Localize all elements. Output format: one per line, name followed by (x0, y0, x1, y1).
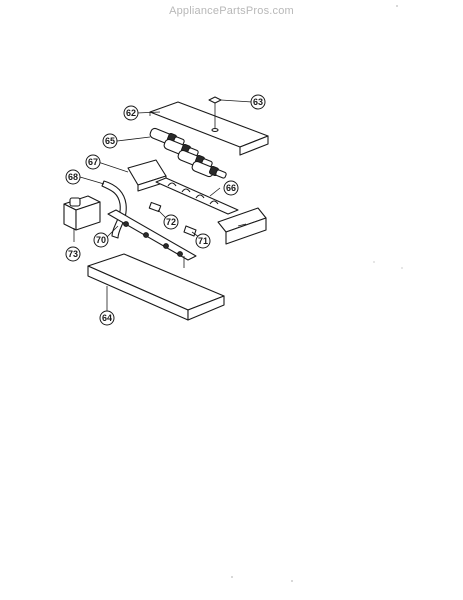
svg-text:71: 71 (198, 236, 208, 246)
svg-text:72: 72 (166, 217, 176, 227)
callout-72: 72 (163, 214, 179, 230)
part-67-panel-plate (127, 159, 167, 192)
svg-text:70: 70 (96, 235, 106, 245)
callout-65: 65 (102, 133, 118, 149)
watermark-text: AppliancePartsPros.com (169, 5, 294, 17)
part-68-gas-tube (101, 180, 127, 239)
svg-text:62: 62 (126, 108, 136, 118)
part-64-base-tray (87, 253, 225, 321)
callout-67: 67 (85, 154, 101, 170)
svg-text:73: 73 (68, 249, 78, 259)
part-66-burner-bracket (155, 177, 239, 215)
svg-text:64: 64 (102, 313, 112, 323)
callout-73: 73 (65, 246, 81, 262)
part-73-regulator (63, 195, 101, 231)
callout-64: 64 (99, 310, 115, 326)
svg-text:65: 65 (105, 136, 115, 146)
callout-62: 62 (123, 105, 139, 121)
callout-71: 71 (195, 233, 211, 249)
part-70-manifold-bar (107, 201, 197, 268)
scan-specks (231, 5, 403, 582)
svg-text:68: 68 (68, 172, 78, 182)
svg-text:63: 63 (253, 97, 263, 107)
callout-68: 68 (65, 169, 81, 185)
callout-63: 63 (250, 94, 266, 110)
part-side-panel (217, 207, 267, 245)
part-62-rear-rail (149, 101, 269, 156)
svg-text:66: 66 (226, 183, 236, 193)
part-65-valves (149, 127, 227, 179)
svg-text:67: 67 (88, 157, 98, 167)
callout-70: 70 (93, 232, 109, 248)
callout-66: 66 (223, 180, 239, 196)
